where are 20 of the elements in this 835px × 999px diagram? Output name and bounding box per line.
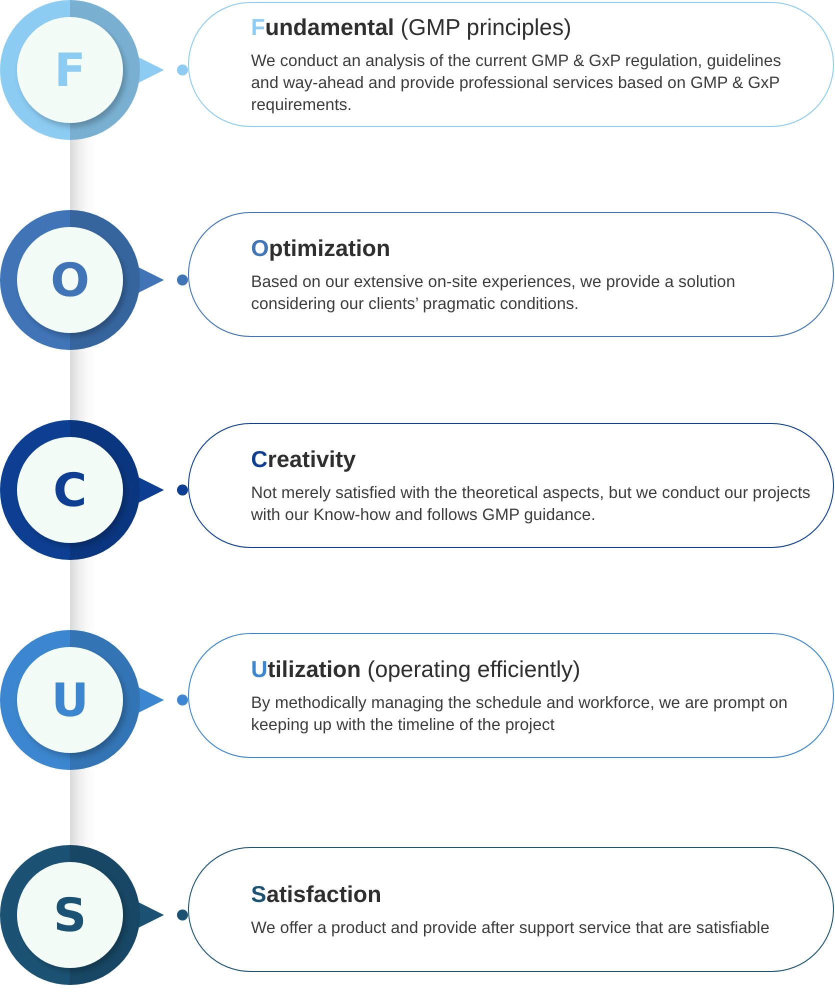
card-description: We offer a product and provide after support service that are satisfiable (251, 918, 771, 939)
card-description: We conduct an analysis of the current GMP & GxP regulation, guidelines and way-ahead and provide professional services based on GMP & GxP requirements. (251, 51, 782, 116)
circle-letter: F (54, 47, 86, 93)
card-heading: Optimization (251, 234, 392, 262)
letter-circle (0, 210, 140, 350)
letter-circle (0, 630, 140, 770)
circle-letter: U (51, 677, 89, 723)
circle-letter: C (53, 467, 87, 513)
card-description: Not merely satisfied with the theoretical aspects, but we conduct our projects with our Know-how and follows GMP guidance. (251, 483, 811, 526)
letter-circle (0, 0, 140, 140)
card-heading: Satisfaction (251, 880, 382, 908)
circle-letter: S (53, 892, 87, 938)
card-heading: Creativity (251, 445, 357, 473)
card-heading: Utilization (operating efficiently) (251, 655, 582, 683)
card-heading: Fundamental (GMP principles) (251, 13, 572, 41)
letter-circle (0, 420, 140, 560)
card-description: Based on our extensive on-site experiences, we provide a solution considering our clients’ pragmatic conditions. (251, 272, 736, 315)
circle-letter: O (50, 257, 90, 303)
card-description: By methodically managing the schedule and workforce, we are prompt on keeping up with the timeline of the project (251, 693, 789, 736)
letter-circle (0, 845, 140, 985)
